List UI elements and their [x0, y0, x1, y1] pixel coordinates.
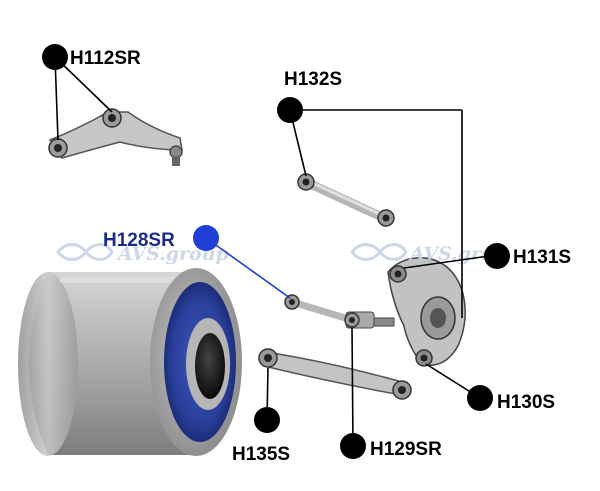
callout-h128sr: H128SR: [103, 225, 219, 251]
callout-label: H131S: [513, 247, 571, 268]
callout-label: H130S: [497, 392, 555, 413]
callout-dot: [484, 243, 510, 269]
infinity-icon: [350, 243, 408, 261]
callout-h132s: H132S: [277, 69, 342, 123]
lower-arm-image: [258, 348, 412, 400]
callout-h130s: H130S: [467, 385, 555, 413]
callout-dot-highlight: [193, 225, 219, 251]
knuckle-hub-image: [373, 257, 466, 367]
callout-dot: [277, 97, 303, 123]
callout-dot: [254, 407, 280, 433]
callout-label: H129SR: [370, 439, 442, 460]
callout-label: H112SR: [70, 48, 141, 69]
upper-control-arm-image: [48, 108, 183, 166]
upper-link-image: [297, 173, 395, 227]
watermark-right: AVS.gro: [350, 243, 494, 265]
callout-h129sr: H129SR: [340, 433, 442, 460]
lateral-link-image: [284, 294, 375, 329]
callout-dot: [340, 433, 366, 459]
callout-dot: [42, 44, 68, 70]
bushing-closeup-image: [18, 268, 242, 456]
callout-label-highlight: H128SR: [103, 230, 175, 251]
callout-h112sr: H112SR: [42, 44, 141, 70]
callout-dot: [467, 385, 493, 411]
callout-h131s: H131S: [484, 243, 571, 269]
watermark-brand-partial: AVS.gro: [408, 243, 494, 265]
callout-label: H132S: [284, 69, 342, 90]
callout-label: H135S: [232, 444, 290, 465]
callout-h135s: H135S: [232, 407, 290, 465]
infinity-icon: [56, 243, 114, 261]
